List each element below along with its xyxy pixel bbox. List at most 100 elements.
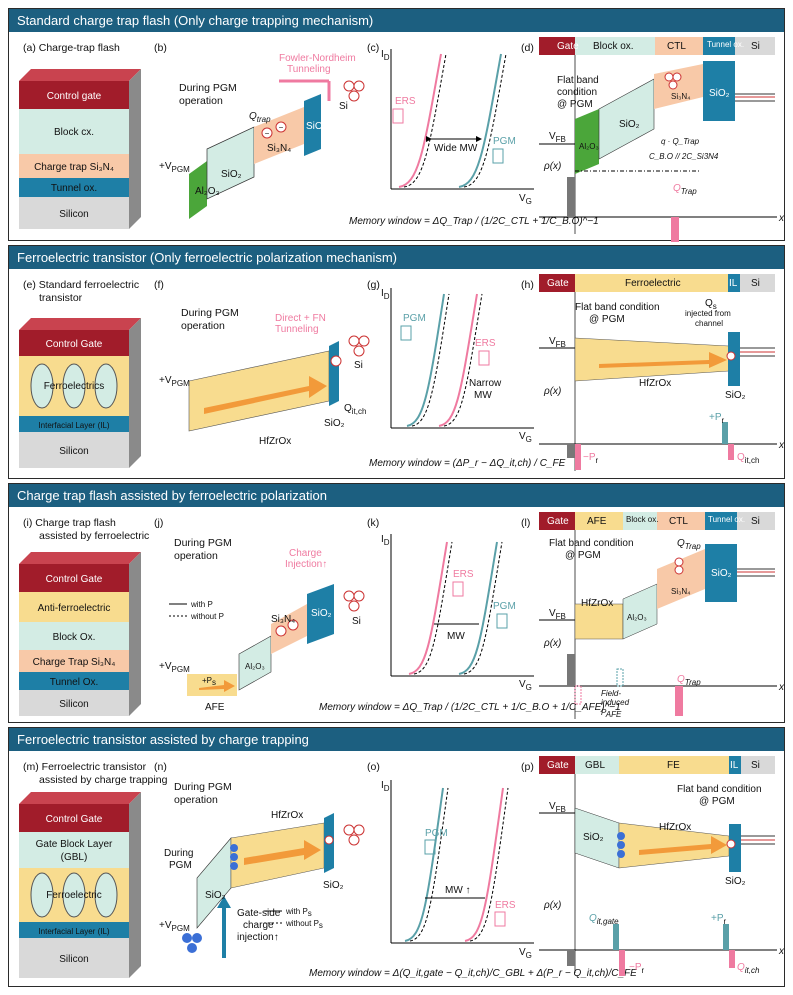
band-diagram-p — [539, 756, 777, 976]
l-hdr-gate: Gate — [547, 516, 569, 527]
n-sio2a: SiO₂ — [205, 890, 226, 901]
qtrap-label: Qtrap — [249, 111, 271, 124]
band-diagram-d — [539, 37, 777, 242]
j-si: Si — [352, 616, 361, 627]
d-sio2: SiO₂ — [619, 119, 640, 130]
ers-label: ERS — [453, 569, 474, 580]
section-header: Charge trap flash assisted by ferroelect… — [9, 484, 784, 507]
stack-control-gate: Control Gate — [46, 814, 103, 825]
section-ferroelectric-transistor: Ferroelectric transistor (Only ferroelec… — [8, 245, 785, 479]
pgm-label: PGM — [493, 136, 516, 147]
x-label: x — [778, 946, 785, 957]
idvg-plot-o — [390, 780, 534, 944]
p-hdr-gbl: GBL — [585, 760, 605, 771]
ers-label: ERS — [475, 338, 496, 349]
d-note2: condition — [557, 87, 597, 98]
during-label2: PGM — [169, 860, 192, 871]
panel-j-title1: During PGM — [174, 537, 232, 549]
qit-gate-label: Qit,gate — [589, 913, 619, 926]
pgm-label: PGM — [493, 601, 516, 612]
stack-silicon: Silicon — [59, 209, 88, 220]
panel-p-label: (p) — [521, 761, 534, 773]
stack-ctl: Charge Trap Si₃N₄ — [33, 657, 116, 668]
device-stack: Control Gate Gate Block Layer (GBL) Ferr… — [19, 792, 141, 978]
idvg-plot-c — [390, 49, 534, 190]
mw-label: Wide MW — [434, 143, 478, 154]
l-note1: Flat band condition — [549, 538, 634, 549]
band-diagram-h — [539, 274, 777, 471]
panel-j-title2: operation — [174, 550, 218, 562]
tunneling-label: Fowler-Nordheim — [279, 53, 356, 64]
panel-b-label: (b) — [154, 42, 167, 54]
id-axis-label: ID — [381, 49, 390, 62]
without-p-legend: without P — [190, 612, 224, 621]
d-hdr-gate: Gate — [557, 41, 579, 52]
panel-l-label: (l) — [521, 517, 530, 529]
stack-afe: Anti-ferroelectric — [38, 603, 111, 614]
p-hdr-gate: Gate — [547, 760, 569, 771]
d-hdr-si: Si — [751, 41, 760, 52]
formula: Memory window = Δ(Q_it,gate − Q_it,ch)/C… — [309, 968, 637, 979]
layer-sio2: SiO₂ — [324, 418, 345, 429]
panel-f-title1: During PGM — [181, 307, 239, 319]
x-label: x — [778, 440, 785, 451]
stack-silicon: Silicon — [59, 446, 88, 457]
panel-f-title2: operation — [181, 320, 225, 332]
pr-neg-label: −Pr — [583, 452, 599, 465]
x-label: x — [778, 213, 785, 224]
section-graphic: (m) Ferroelectric transistor assisted by… — [19, 756, 785, 979]
tunneling-label: Direct + FN — [275, 313, 326, 324]
qit-label: Qit,ch — [344, 403, 366, 416]
field-label1: Field- — [601, 689, 621, 698]
panel-j-label: (j) — [154, 517, 163, 529]
stack-il: Interfacial Layer (IL) — [38, 927, 109, 936]
section-header: Ferroelectric transistor assisted by cha… — [9, 728, 784, 751]
p-hfzrox: HfZrOx — [659, 822, 691, 833]
stack-tunnel: Tunnel Ox. — [50, 677, 99, 688]
l-al2o3: Al₂O₃ — [627, 613, 647, 622]
h-hdr-il: IL — [729, 278, 738, 289]
tunneling-label2: Tunneling — [287, 64, 331, 75]
panel-m-label1: (m) Ferroelectric transistor — [23, 761, 147, 773]
idvg-plot-k — [390, 534, 534, 677]
id-axis-label: ID — [381, 288, 390, 301]
rho-label: ρ(x) — [543, 900, 561, 911]
section-charge-trap-flash: Standard charge trap flash (Only charge … — [8, 8, 785, 242]
j-sio2: SiO₂ — [311, 608, 332, 619]
d-note3: @ PGM — [557, 99, 593, 110]
l-hdr-si: Si — [751, 516, 760, 527]
l-hfzrox: HfZrOx — [581, 598, 613, 609]
l-note2: @ PGM — [565, 550, 601, 561]
stack-charge-trap: Charge trap Si₃N₄ — [34, 162, 114, 173]
vpgm-label: +VPGM — [159, 920, 190, 933]
idvg-plot-g — [390, 288, 534, 429]
l-hdr-ctl: CTL — [669, 516, 688, 527]
vpgm-label: +VPGM — [159, 161, 190, 174]
panel-g-label: (g) — [367, 279, 380, 291]
section-graphic: (e) Standard ferroelectric transistor Co… — [19, 274, 785, 471]
injection-label2: Injection↑ — [285, 559, 327, 570]
n-hfzrox: HfZrOx — [271, 810, 303, 821]
vfb-label: VFB — [549, 336, 566, 349]
panel-n-title2: operation — [174, 794, 218, 806]
mw-label: MW ↑ — [445, 885, 471, 896]
section-header: Ferroelectric transistor (Only ferroelec… — [9, 246, 784, 269]
d-al2o3: Al₂O₃ — [579, 142, 599, 151]
layer-sio2: SiO₂ — [221, 169, 242, 180]
d-sio2-tunnel: SiO₂ — [709, 88, 730, 99]
d-si3n4: Si₃N₄ — [671, 92, 690, 101]
qs-text3: channel — [695, 319, 723, 328]
layer-si: Si — [339, 101, 348, 112]
h-sio2: SiO₂ — [725, 390, 746, 401]
p-hdr-fe: FE — [667, 760, 680, 771]
d-hdr-tunnel: Tunnel ox. — [707, 40, 744, 49]
vfb-label: VFB — [549, 608, 566, 621]
j-al2o3: Al₂O₃ — [245, 662, 265, 671]
field-label2: induced — [601, 698, 630, 707]
l-si3n4: Si₃N₄ — [671, 587, 690, 596]
qs-label: Qs — [705, 298, 717, 311]
panel-d-label: (d) — [521, 42, 534, 54]
l-qtrap: QTrap — [677, 674, 701, 687]
x-label: x — [778, 682, 785, 693]
mw-label2: MW — [474, 390, 492, 401]
